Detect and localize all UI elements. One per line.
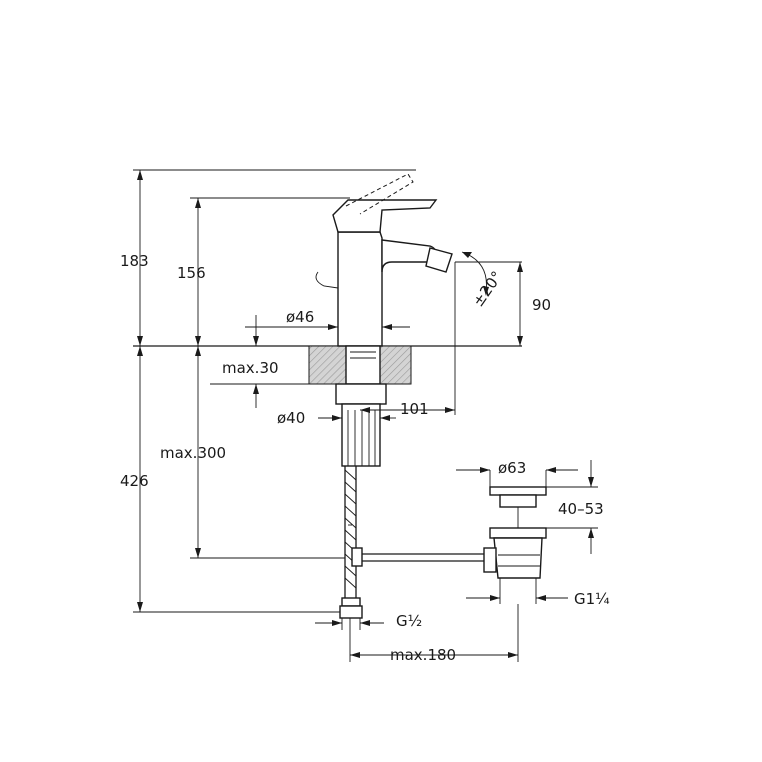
label-d40: ø40 [277,409,305,427]
label-156: 156 [177,264,206,282]
label-183: 183 [120,252,149,270]
label-g1-1-4: G1¼ [574,590,610,608]
countertop [133,345,522,385]
label-101: 101 [400,400,429,418]
label-max300: max.300 [160,444,226,462]
label-g1-2: G½ [396,612,422,630]
flexible-hose [339,466,363,619]
waste-valve [483,486,547,579]
label-d63: ø63 [498,459,526,477]
label-angle: ±20° [469,268,506,310]
popup-rod [351,547,492,567]
label-426: 426 [120,472,149,490]
label-max180: max.180 [390,646,456,664]
label-90: 90 [532,296,551,314]
label-40-53: 40–53 [558,500,604,518]
dimension-lines [133,169,598,662]
mixer-body [315,173,453,347]
label-max30: max.30 [222,359,279,377]
label-d46: ø46 [286,308,314,326]
fixing-assembly [335,345,387,467]
